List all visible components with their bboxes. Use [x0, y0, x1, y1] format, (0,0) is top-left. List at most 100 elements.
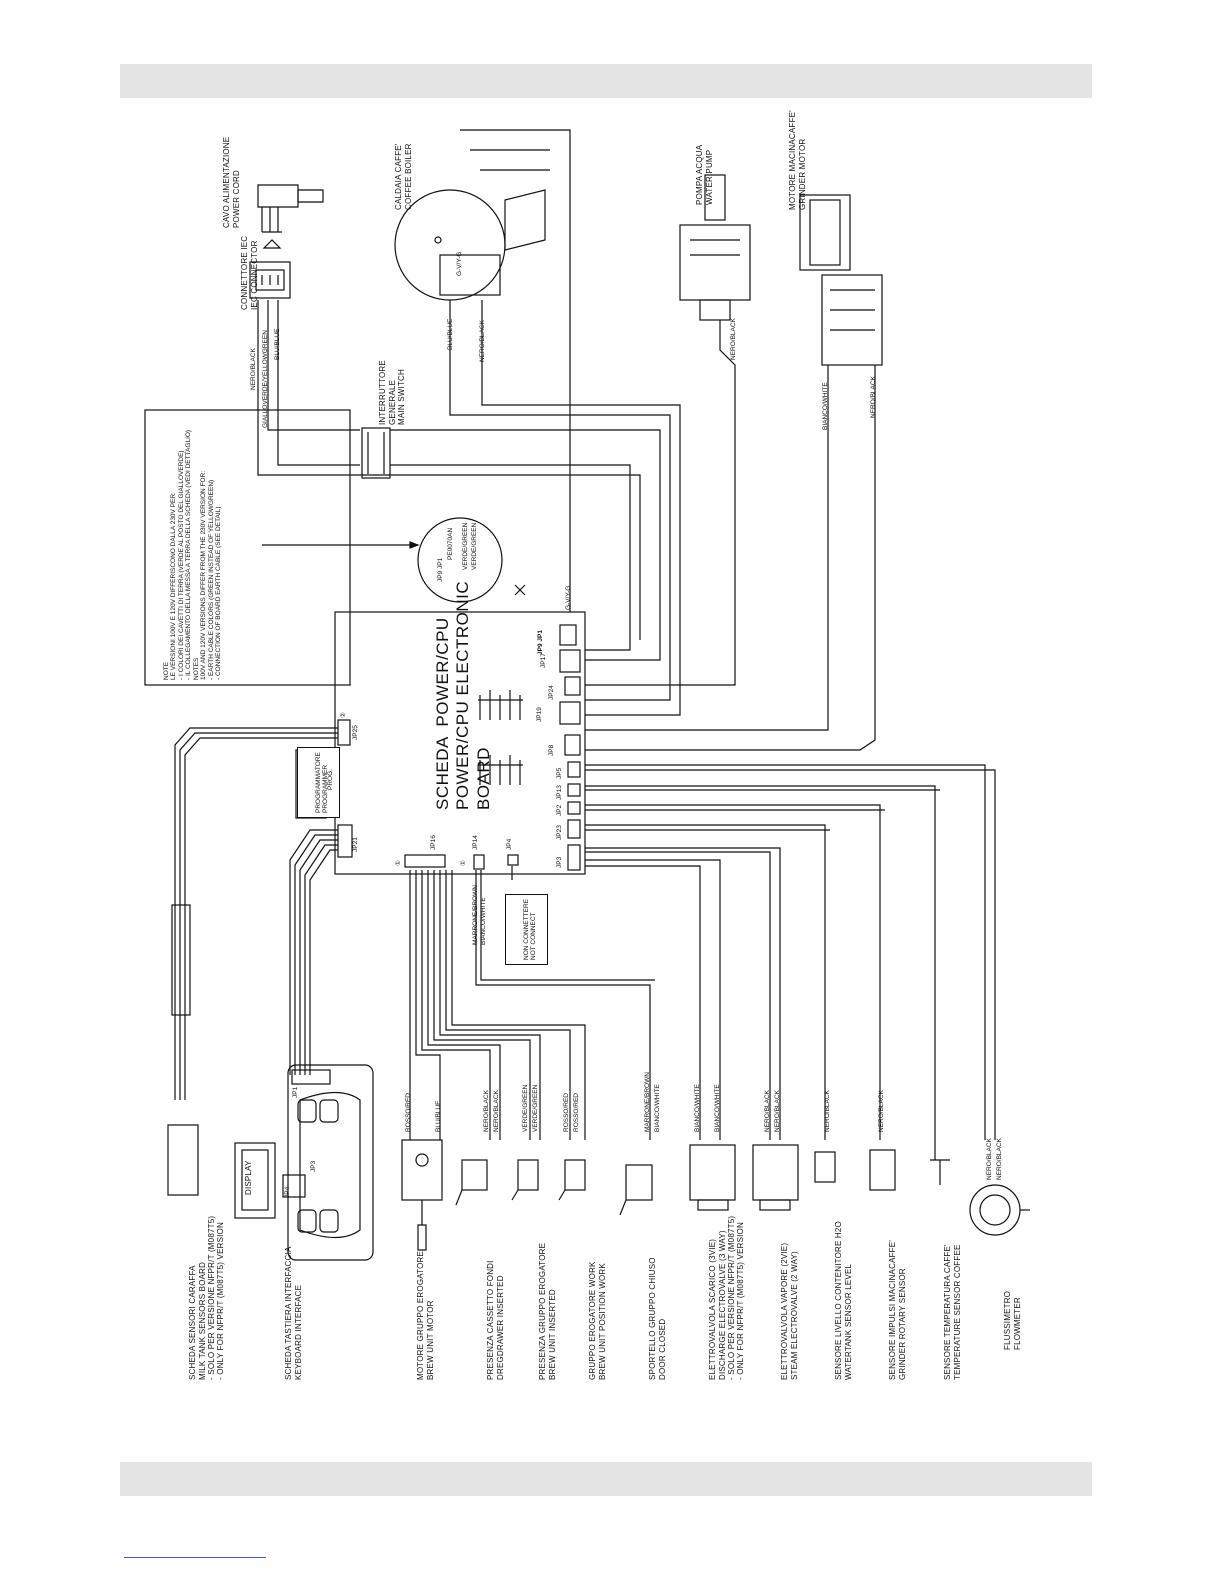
wire-label: G-V/Y-G: [456, 251, 463, 276]
wire-label: MARRONE/BROWN: [644, 1072, 651, 1132]
marker-two: ②: [340, 712, 347, 718]
power-wiring: [257, 280, 876, 751]
marker-one: ①: [395, 860, 402, 866]
connector-label-jp16: JP16: [430, 835, 437, 850]
grinder-motor-label: MOTORE MACINACAFFE'GRINDER MOTOR: [788, 110, 807, 210]
wire-label: NERO/BLACK: [764, 1090, 771, 1132]
keyboard-connector-jp3: JP3: [310, 1160, 317, 1172]
wire-label: NERO/BLACK: [483, 1090, 490, 1132]
power-cpu-board: [334, 611, 586, 875]
sensor-icons: [814, 1149, 1030, 1236]
valve-icons: [689, 1144, 799, 1211]
footer-link-underline: [124, 1557, 266, 1558]
grinder-motor-icon: [799, 194, 883, 366]
wire-label: BIANCO/WHITE: [480, 897, 487, 945]
wire-label: NERO/BLACK: [870, 376, 877, 418]
connector-label-jp19: JP19: [536, 707, 543, 722]
detail-wire-label: VERDE/GREEN: [471, 522, 478, 570]
connector-label-jp24: JP24: [548, 685, 555, 700]
wire-label: BLU/BLUE: [435, 1100, 442, 1132]
power-cord-plug-icon: [257, 184, 324, 249]
wire-label: MARRONE/BROWN: [472, 885, 479, 945]
connector-label-jp9-jp1: JP9 JP1: [537, 630, 544, 655]
arrow-mark: [514, 584, 526, 596]
sensor-wiring-right: [585, 764, 996, 1160]
wire-label: NERO/BLACK: [824, 1090, 831, 1132]
board-connector-blocks: [337, 624, 581, 871]
header-band: [120, 64, 1092, 98]
keyboard-board: [282, 1064, 374, 1261]
wire-label: NERO/BLACK: [878, 1090, 885, 1132]
connector-label-jp5: JP5: [556, 767, 563, 779]
milk-sensor-cable: [167, 727, 338, 1196]
iec-connector-icon: [249, 261, 291, 299]
wire-label: NERO/BLACK: [493, 1090, 500, 1132]
wire-label: VERDE/GREEN: [522, 1084, 529, 1132]
board-traces: [478, 690, 523, 785]
wire-label: NERO/BLACK: [479, 320, 486, 362]
detail-top-label: PE0070AN: [447, 527, 454, 560]
wire-label: NERO/BLACK: [730, 318, 737, 360]
connector-label-jp14: JP14: [472, 835, 479, 850]
detail-wire-label: VERDE/GREEN: [462, 522, 469, 570]
connector-label-jp17: JP17: [540, 653, 547, 668]
detail-circle: [417, 517, 503, 603]
wire-label: NERO/BLACK: [250, 348, 257, 390]
temp-sensor-label: SENSORE TEMPERATURA CAFFE'TEMPERATURE SE…: [943, 1244, 962, 1380]
steam-valve-label: ELETTROVALVOLA VAPORE (2VIE)STEAM ELECTR…: [780, 1242, 799, 1380]
microswitch-icons: [455, 1159, 653, 1216]
wire-label: BIANCO/WHITE: [714, 1084, 721, 1132]
wire-label: ROSSO/RED: [563, 1092, 570, 1132]
connector-label-jp2: JP2: [556, 804, 563, 816]
connector-label-jp23: JP23: [556, 825, 563, 840]
display-box: [234, 1142, 276, 1219]
wire-label: ROSSO/RED: [573, 1092, 580, 1132]
brew-motor-icon: [401, 1139, 443, 1251]
main-switch-icon: [361, 427, 391, 479]
connector-label-jp13: JP13: [556, 785, 563, 800]
wire-label: NERO/BLACK: [996, 1138, 1003, 1180]
wire-label: VERDE/GREEN: [532, 1084, 539, 1132]
wire-label: G-V/Y-G: [565, 585, 572, 610]
wire-label: BIANCO/WHITE: [654, 1084, 661, 1132]
connector-label-jp21: JP21: [352, 837, 359, 852]
marker-one: ①: [460, 860, 467, 866]
wire-label: GIALLOVERDE/YELLOWGREEN: [262, 330, 269, 428]
connector-label-jp3: JP3: [556, 856, 563, 868]
wire-label: BLU/BLUE: [447, 318, 454, 350]
wire-label: BIANCO/WHITE: [694, 1084, 701, 1132]
connector-label-jp25: JP25: [352, 725, 359, 740]
wire-label: BIANCO/WHITE: [822, 382, 829, 430]
wire-label: NERO/BLACK: [986, 1138, 993, 1180]
notes-box: [144, 409, 351, 686]
wire-label: NERO/BLACK: [774, 1090, 781, 1132]
discharge-valve-label: ELETTROVALVOLA SCARICO (3VIE)DISCHARGE E…: [708, 1215, 745, 1380]
keyboard-connector-jp4: JP4: [284, 1186, 291, 1198]
display-label: DISPLAY: [244, 1160, 253, 1195]
prog-label: PROG.: [327, 769, 334, 790]
keyboard-ribbon: [289, 829, 338, 1075]
sensor-wiring-left: [409, 866, 655, 1140]
grinder-sensor-label: SENSORE IMPULSI MACINACAFFE'GRINDER ROTA…: [888, 1239, 907, 1380]
detail-jp-label: JP9 JP1: [437, 557, 444, 582]
water-pump-icon: [679, 174, 751, 321]
wire-label: ROSSO/RED: [405, 1092, 412, 1132]
connector-label-jp4: JP4: [506, 838, 513, 850]
